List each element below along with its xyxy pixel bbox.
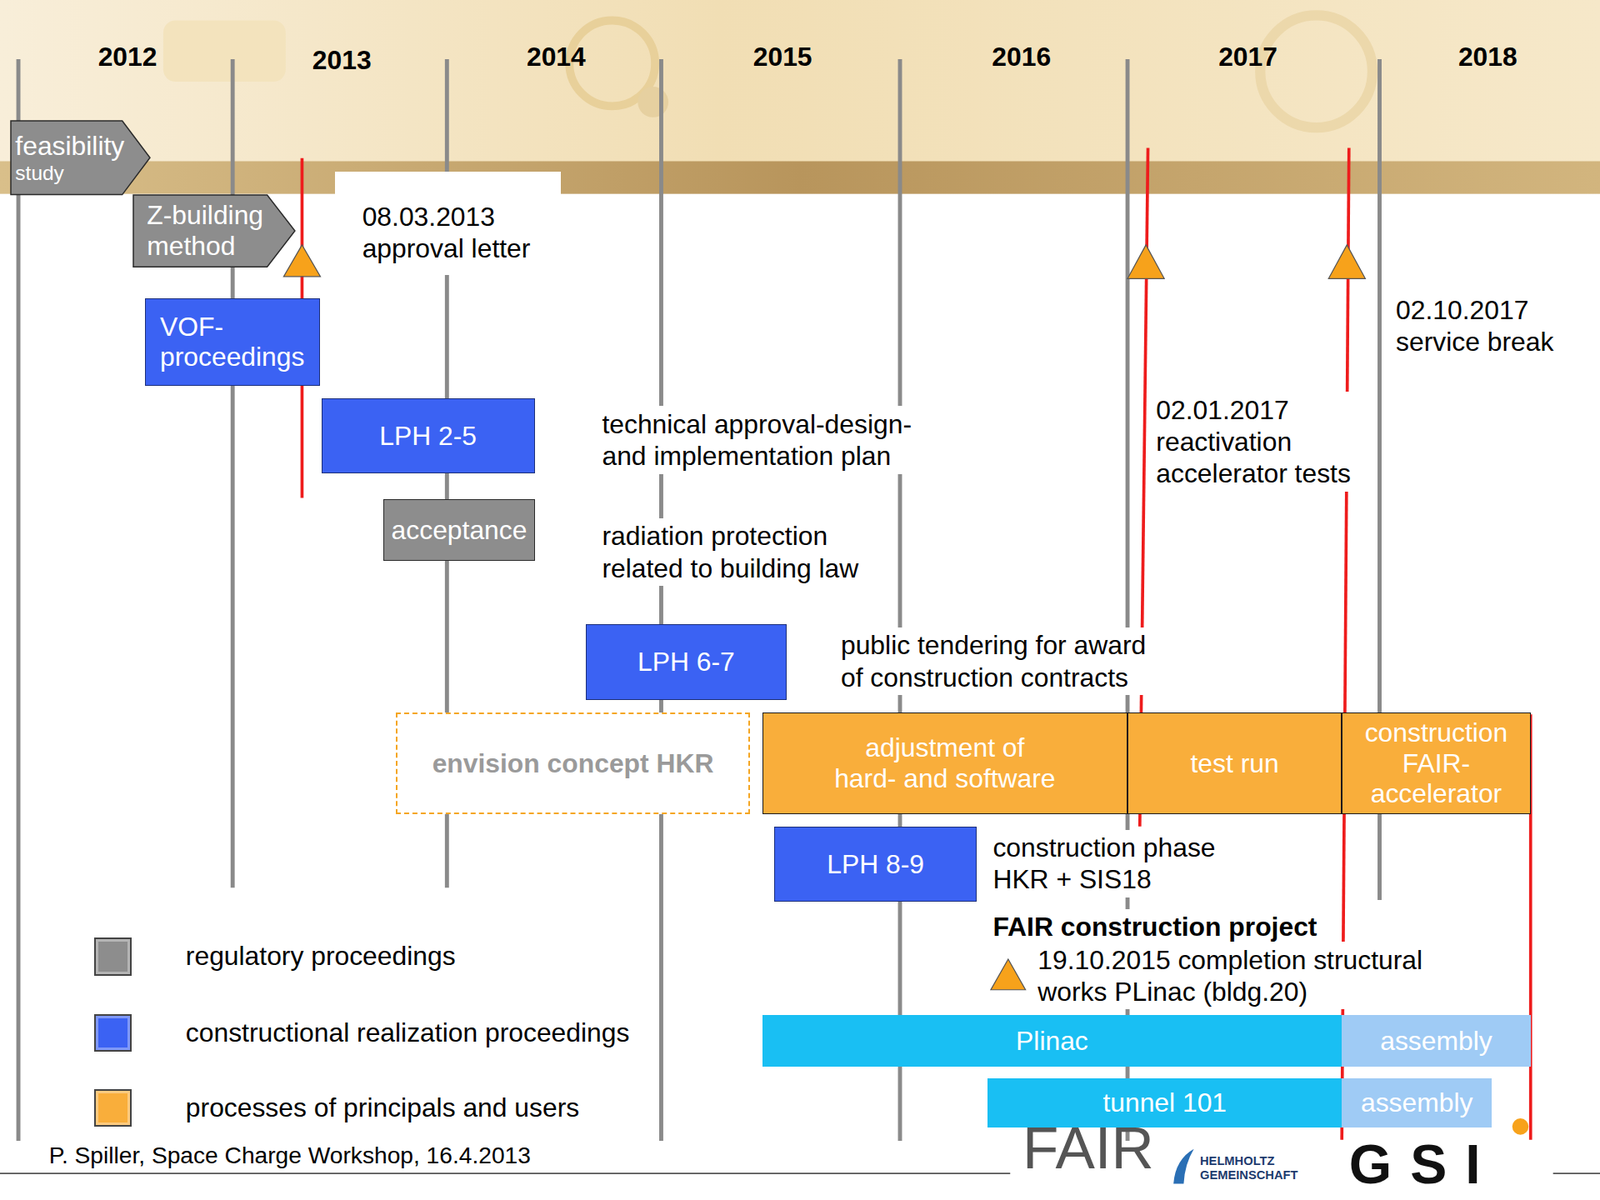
- node-text: LPH 6-7: [590, 646, 782, 678]
- phase-bar: Plinac: [762, 1015, 1343, 1066]
- milestone-lines: [301, 148, 1530, 1140]
- arrow-outline: [10, 120, 150, 195]
- gridline: [230, 59, 235, 888]
- banner-band: [0, 160, 1600, 194]
- year-label: 2018: [1454, 39, 1522, 75]
- phase-bar: construction FAIR-accelerator: [1341, 712, 1531, 815]
- gridline: [16, 59, 21, 1141]
- logo-text: GSI: [1345, 1135, 1504, 1195]
- year-label: 2013: [308, 42, 376, 79]
- milestone-note: 19.10.2015 completion structural works P…: [1033, 941, 1434, 1010]
- legend-text: processes of principals and users: [185, 1092, 580, 1124]
- milestone-triangles: [283, 245, 1365, 990]
- milestone-note: 02.10.2017 service break: [1391, 291, 1568, 360]
- phase-note: radiation protection related to building…: [598, 518, 880, 586]
- node-text: acceptance: [388, 515, 530, 546]
- node-text: assembly: [1345, 1087, 1488, 1119]
- milestone-note: 08.03.2013 approval letter: [335, 171, 562, 275]
- node-text: Z-building method: [146, 200, 283, 261]
- legend-text: constructional realization proceedings: [185, 1017, 630, 1049]
- year-label: 2017: [1214, 39, 1282, 75]
- phase-bar: test run: [1127, 712, 1342, 815]
- node-text: LPH 2-5: [326, 420, 530, 452]
- phase-bar: assembly: [1341, 1078, 1492, 1128]
- phase-note: technical approval-design- and implement…: [598, 405, 935, 474]
- gsi-dot: [1512, 1118, 1530, 1135]
- legend-entry: constructional realization proceedings: [94, 1014, 630, 1052]
- legend-text: regulatory proceedings: [185, 940, 456, 972]
- year-label: 2016: [987, 39, 1055, 75]
- year-label: 2014: [522, 39, 590, 75]
- year-label: 2015: [749, 39, 817, 75]
- node-text: VOF-proceedings: [160, 311, 316, 373]
- helmholtz-leaf: [1173, 1149, 1194, 1185]
- footer-rule: [0, 1172, 1010, 1175]
- milestone-triangle: [283, 245, 320, 277]
- phase-bar: LPH 2-5: [321, 398, 535, 475]
- footer-note: P. Spiller, Space Charge Workshop, 16.4.…: [45, 1140, 535, 1173]
- logo-text: HELMHOLTZ GEMEINSCHAFT: [1195, 1151, 1334, 1185]
- phase-bar: adjustment of hard- and software: [762, 712, 1128, 815]
- phase-arrow: feasibilitystudy: [10, 120, 151, 196]
- logo-text: FAIR: [1018, 1116, 1159, 1180]
- node-text: LPH 8-9: [779, 849, 972, 880]
- node-text: envision concept HKR: [401, 748, 745, 780]
- node-text: feasibility: [15, 130, 135, 162]
- banner-photo: [0, 0, 1600, 164]
- node-text: test run: [1132, 748, 1337, 780]
- phase-bar: assembly: [1341, 1015, 1531, 1066]
- year-label: 2012: [94, 39, 162, 75]
- phase-bar: acceptance: [383, 499, 535, 562]
- arrow-outline: [133, 195, 295, 267]
- phase-note: construction phase HKR + SIS18: [989, 830, 1230, 898]
- node-text: tunnel 101: [991, 1087, 1338, 1119]
- node-text: study: [15, 161, 135, 185]
- banner-machine: [163, 20, 286, 81]
- gridline: [898, 59, 903, 1141]
- node-text: adjustment of hard- and software: [832, 732, 1058, 794]
- node-text: Plinac: [766, 1025, 1339, 1057]
- milestone-triangle: [1127, 245, 1165, 279]
- phase-bar: LPH 8-9: [774, 826, 976, 903]
- node-text: construction FAIR-accelerator: [1346, 717, 1526, 810]
- phase-arrow: Z-building method: [132, 194, 296, 268]
- node-text: assembly: [1345, 1025, 1527, 1057]
- gridline: [659, 59, 664, 1141]
- footer-rule: [1553, 1172, 1600, 1175]
- milestone-triangle: [1328, 245, 1365, 279]
- milestone-triangle: [990, 959, 1026, 990]
- milestone-note: 02.01.2017 reactivation accelerator test…: [1151, 391, 1369, 491]
- section-heading: FAIR construction project: [989, 909, 1341, 945]
- legend-swatch: [94, 1014, 132, 1052]
- banner-machine: [637, 86, 669, 118]
- legend-entry: regulatory proceedings: [94, 937, 456, 975]
- legend-entry: processes of principals and users: [94, 1089, 580, 1127]
- legend-swatch: [94, 1089, 132, 1127]
- phase-bar: LPH 6-7: [585, 624, 787, 700]
- phase-bar: VOF-proceedings: [145, 298, 321, 386]
- planned-phase-box: envision concept HKR: [395, 712, 750, 815]
- phase-note: public tendering for award of constructi…: [836, 627, 1164, 695]
- legend-swatch: [94, 937, 132, 975]
